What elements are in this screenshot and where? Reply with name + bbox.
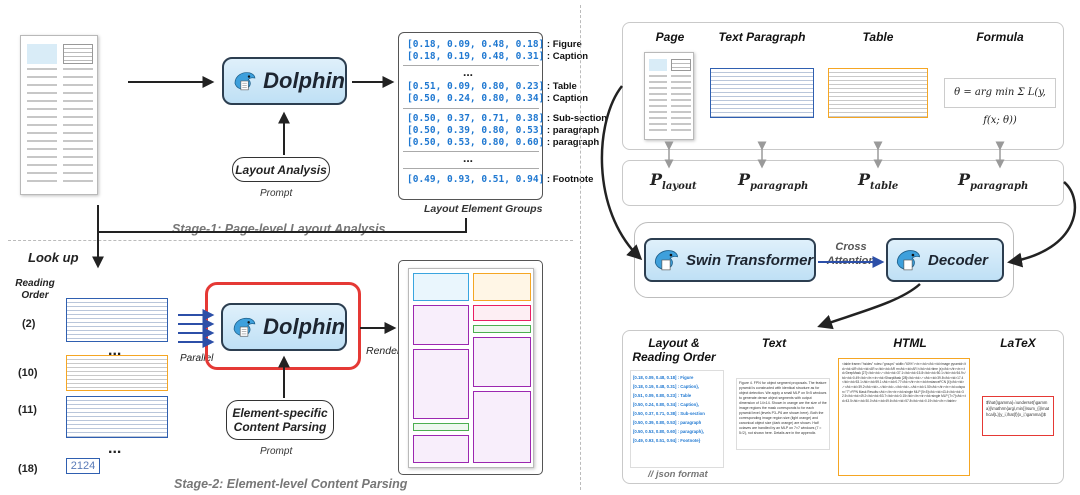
layout-analysis-prompt: Layout Analysis	[232, 157, 330, 182]
dolphin-logo-icon	[233, 317, 256, 337]
cross-attention-label: Cross Attention	[826, 241, 876, 267]
dolphin-model-stage2: Dolphin	[221, 303, 347, 351]
dolphin-name: Dolphin	[263, 68, 345, 93]
half-divider	[580, 5, 581, 490]
latex-output: $\hat{\gamma}=\underset{\gamma}{\mathrm{…	[982, 396, 1054, 436]
page-thumbnail	[644, 52, 694, 140]
decoder-box: Decoder	[886, 238, 1004, 282]
source-document-page	[20, 35, 98, 195]
element-crop-caption	[66, 396, 168, 438]
layout-row-7: [0.49, 0.93, 0.51, 0.94] : Footnote	[407, 174, 594, 185]
prompt-label-stage2: Prompt	[260, 446, 293, 457]
layout-row-0: [0.18, 0.09, 0.48, 0.18] : Figure	[407, 39, 582, 50]
swin-transformer-box: Swin Transformer	[644, 238, 816, 282]
stage2-label: Stage-2: Element-level Content Parsing	[174, 477, 408, 491]
header-latex: LaTeX	[1000, 336, 1036, 350]
formula-thumbnail: θ = arg min Σ L(y, f(x; θ))	[944, 78, 1056, 126]
layout-row-1: [0.18, 0.19, 0.48, 0.31] : Caption	[407, 51, 589, 62]
header-table: Table	[862, 30, 894, 44]
dolphin-logo-icon	[896, 250, 920, 271]
header-html: HTML	[893, 336, 927, 350]
order-number-2: (2)	[22, 318, 36, 330]
header-text-paragraph: Text Paragraph	[718, 30, 806, 44]
element-crop-footnote: 2124	[66, 458, 100, 474]
text-paragraph-thumbnail	[710, 68, 814, 118]
stage1-label: Stage-1: Page-level Layout Analysis	[172, 222, 386, 236]
header-text: Text	[761, 336, 787, 350]
parallel-label: Parallel	[180, 353, 214, 364]
element-parsing-prompt: Element-specific Content Parsing	[226, 400, 334, 440]
order-number-18: (18)	[18, 463, 38, 475]
html-output: <table frame="hsides" rules="groups" wid…	[838, 358, 970, 476]
look-up-label: Look up	[28, 250, 79, 265]
element-dots: ...	[108, 342, 122, 359]
table-thumbnail	[828, 68, 928, 118]
layout-row-4: [0.50, 0.37, 0.71, 0.38] : Sub-section	[407, 113, 608, 124]
element-dots-2: ...	[108, 440, 122, 457]
layout-row-3: [0.50, 0.24, 0.80, 0.34] : Caption	[407, 93, 589, 104]
header-formula: Formula	[976, 30, 1024, 44]
header-page: Page	[655, 30, 685, 44]
prompt-token-table: Ptable	[858, 170, 899, 193]
order-number-10: (10)	[18, 367, 38, 379]
order-number-11: (11)	[18, 404, 37, 416]
prompt-token-paragraph-2: Pparagraph	[958, 170, 1029, 193]
layout-row-5: [0.50, 0.39, 0.80, 0.53] : paragraph	[407, 125, 600, 136]
json-format-label: // json format	[648, 469, 708, 480]
prompt-token-paragraph: Pparagraph	[738, 170, 809, 193]
prompt-tokens-panel	[622, 160, 1064, 206]
header-layout-reading-order: Layout & Reading Order	[632, 336, 716, 364]
layout-json-output: [0.18, 0.09, 0.48, 0.18] : Figure [0.18,…	[630, 370, 724, 468]
layout-element-groups-label: Layout Element Groups	[424, 203, 543, 215]
dolphin-logo-icon	[234, 72, 256, 91]
dolphin-name-2: Dolphin	[263, 314, 345, 339]
layout-row-6: [0.50, 0.53, 0.80, 0.60] : paragraph	[407, 137, 600, 148]
dolphin-model-stage1: Dolphin	[222, 57, 347, 105]
stage-divider	[8, 240, 573, 241]
encoder-name: Swin Transformer	[686, 251, 814, 269]
layout-row-2: [0.51, 0.09, 0.80, 0.23] : Table	[407, 81, 577, 92]
reading-order-label: Reading Order	[15, 278, 55, 301]
prompt-token-layout: Playout	[650, 170, 697, 193]
prompt-label-stage1: Prompt	[260, 188, 293, 199]
element-crop-paragraph	[66, 298, 168, 342]
render-label: Render	[366, 345, 401, 357]
text-output: Figure 4. FPN for object segment proposa…	[736, 378, 830, 450]
element-crop-table	[66, 355, 168, 391]
dolphin-logo-icon	[654, 250, 678, 271]
rendered-document-page	[408, 268, 534, 468]
layout-element-groups-box: [0.18, 0.09, 0.48, 0.18] : Figure [0.18,…	[398, 32, 607, 200]
decoder-name: Decoder	[928, 251, 989, 269]
